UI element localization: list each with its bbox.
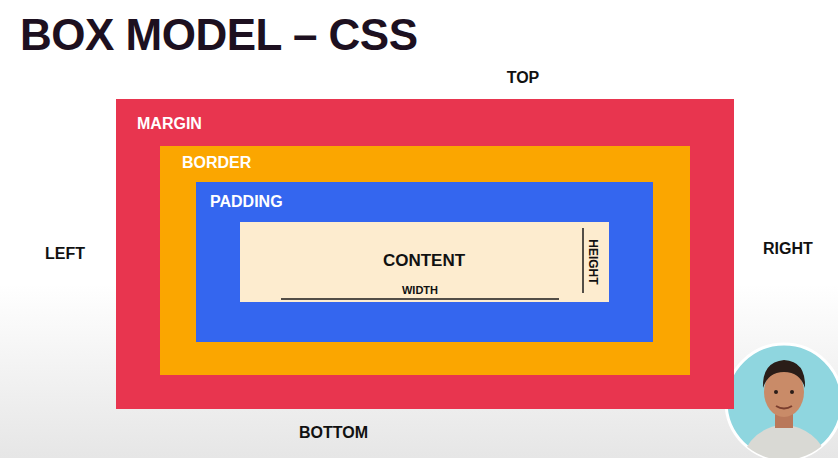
- height-line: [582, 228, 584, 293]
- margin-box: MARGIN BORDER PADDING CONTENT WIDTH HEIGHT: [116, 99, 734, 409]
- side-label: TOP: [507, 69, 540, 87]
- border-box: BORDER PADDING CONTENT WIDTH HEIGHT: [160, 146, 690, 375]
- box-label: CONTENT: [383, 251, 465, 271]
- content-box: CONTENT WIDTH HEIGHT: [240, 222, 609, 302]
- avatar-person: [740, 360, 830, 458]
- diagram-title: BOX MODEL – CSS: [20, 10, 418, 61]
- dimension-label: HEIGHT: [585, 239, 599, 284]
- box-label: BORDER: [182, 154, 251, 172]
- box-label: PADDING: [210, 193, 283, 211]
- side-label: BOTTOM: [299, 424, 368, 442]
- padding-box: PADDING CONTENT WIDTH HEIGHT: [196, 182, 653, 342]
- side-label: RIGHT: [763, 240, 813, 258]
- width-line: [281, 298, 559, 300]
- box-label: MARGIN: [137, 115, 202, 133]
- dimension-label: WIDTH: [402, 284, 438, 297]
- side-label: LEFT: [45, 245, 85, 263]
